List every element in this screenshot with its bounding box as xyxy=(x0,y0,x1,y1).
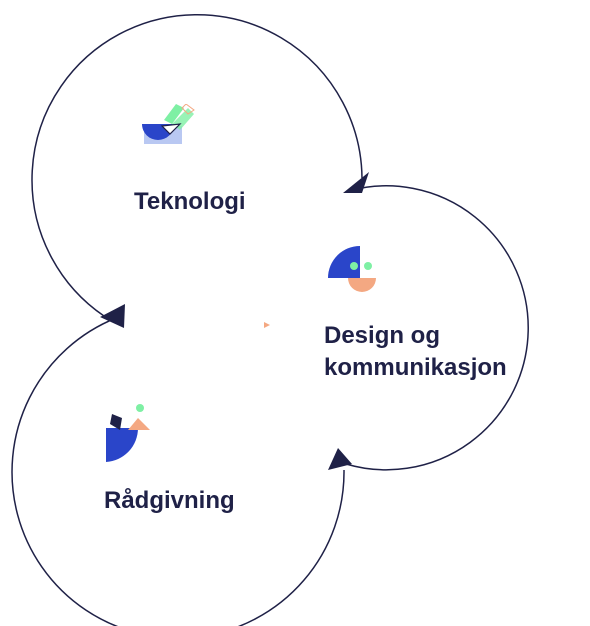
teknologi-ring xyxy=(31,14,363,317)
accent-dot-icon xyxy=(264,322,270,328)
node-label-design: Design og kommunikasjon xyxy=(324,320,507,384)
node-label-design-line1: Design og xyxy=(324,322,441,349)
design-icon xyxy=(328,246,376,292)
design-ring xyxy=(345,185,529,471)
arrow-radgivning-to-teknologi xyxy=(100,304,125,328)
node-label-teknologi: Teknologi xyxy=(134,188,246,215)
node-label-design-line2: kommunikasjon xyxy=(324,354,507,381)
arrow-teknologi-to-design xyxy=(343,172,369,193)
arrow-design-to-radgivning xyxy=(328,448,352,470)
radgivning-ring xyxy=(11,317,345,626)
consulting-icon xyxy=(106,404,150,462)
technology-icon xyxy=(142,104,195,144)
node-label-radgivning: Rådgivning xyxy=(104,487,235,514)
